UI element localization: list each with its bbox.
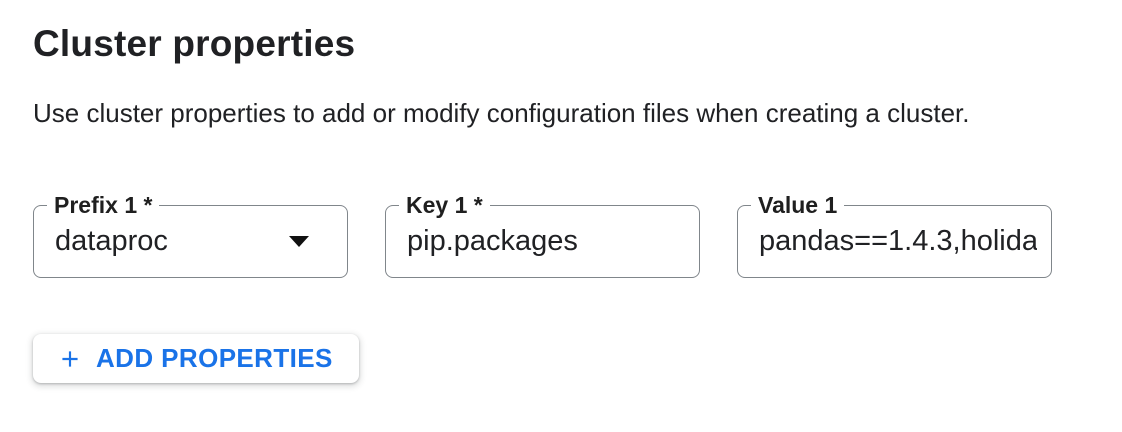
- add-properties-button[interactable]: ADD PROPERTIES: [33, 334, 359, 383]
- key-field-label: Key 1 *: [399, 192, 490, 219]
- key-field-container: Key 1 *: [385, 192, 700, 278]
- value-field-container: Value 1: [737, 192, 1052, 278]
- property-fields-row: Prefix 1 * dataproc Key 1 * Value 1: [33, 192, 1089, 278]
- add-properties-label: ADD PROPERTIES: [96, 343, 333, 373]
- prefix-field-container: Prefix 1 * dataproc: [33, 192, 348, 278]
- page-description: Use cluster properties to add or modify …: [33, 98, 970, 128]
- value-field-label: Value 1: [751, 192, 845, 219]
- prefix-select[interactable]: dataproc: [34, 206, 347, 277]
- page-title: Cluster properties: [33, 23, 356, 64]
- prefix-selected-value: dataproc: [55, 225, 168, 257]
- prefix-field-label: Prefix 1 *: [47, 192, 160, 219]
- plus-icon: [57, 346, 83, 372]
- cluster-properties-section: Cluster properties Use cluster propertie…: [33, 23, 1089, 383]
- chevron-down-icon: [289, 236, 309, 247]
